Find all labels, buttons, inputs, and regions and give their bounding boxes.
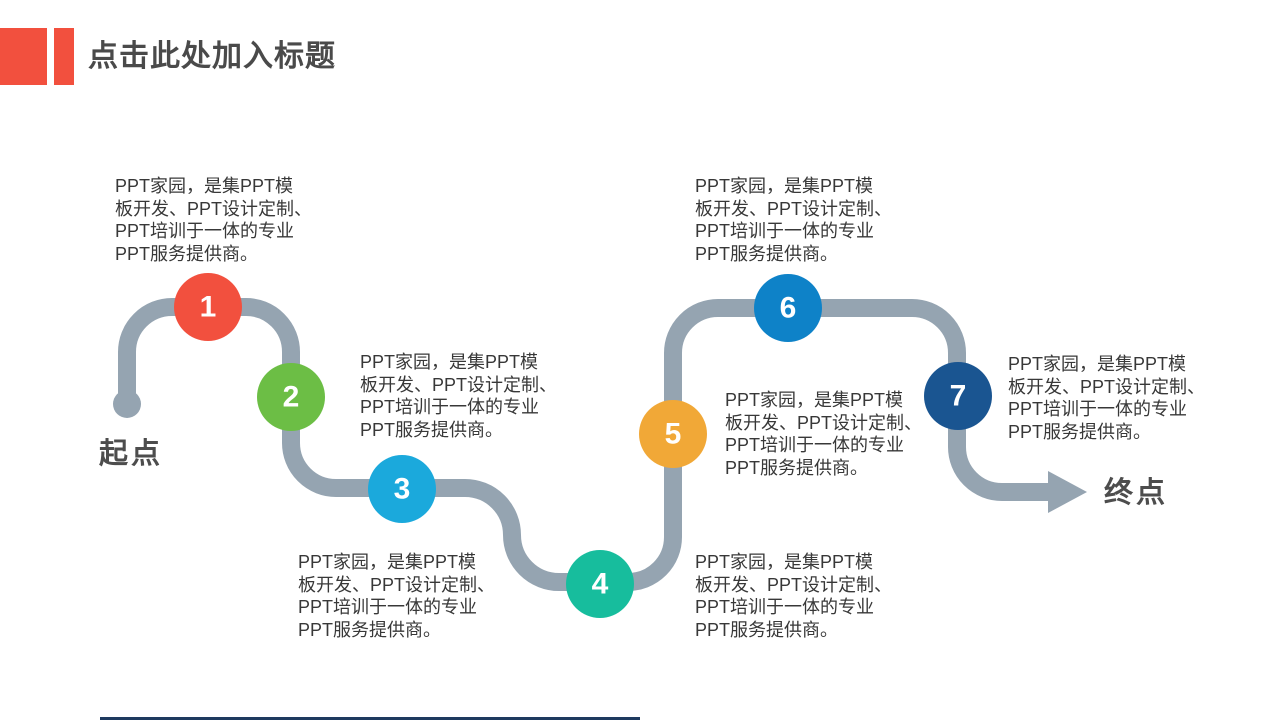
title-accent-bar (54, 28, 74, 85)
desc-line: PPT培训于一体的专业 (1008, 399, 1188, 419)
desc-line: 板开发、PPT设计定制、 (360, 374, 558, 395)
step-5-number: 5 (665, 418, 682, 451)
step-6-number: 6 (780, 292, 797, 325)
desc-line: PPT培训于一体的专业 (115, 221, 295, 241)
step-1-number: 1 (200, 291, 217, 324)
step-5-description: PPT家园，是集PPT模 板开发、PPT设计定制、 PPT培训于一体的专业 PP… (725, 389, 955, 479)
desc-line: PPT服务提供商。 (360, 419, 504, 440)
desc-line: PPT培训于一体的专业 (695, 597, 875, 617)
step-marker-5: 5 (639, 400, 707, 468)
desc-line: PPT家园，是集PPT模 (725, 390, 904, 410)
step-marker-7: 7 (924, 362, 992, 430)
step-5-circle (639, 400, 707, 468)
desc-line: PPT家园，是集PPT模 (360, 352, 539, 372)
desc-line: PPT家园，是集PPT模 (1008, 354, 1187, 374)
end-arrow-icon (1048, 471, 1087, 513)
desc-line: 板开发、PPT设计定制、 (1008, 376, 1206, 397)
step-7-circle (924, 362, 992, 430)
step-4-number: 4 (592, 568, 609, 601)
desc-line: 板开发、PPT设计定制、 (695, 574, 893, 595)
step-6-description: PPT家园，是集PPT模 板开发、PPT设计定制、 PPT培训于一体的专业 PP… (695, 175, 925, 265)
bottom-divider (100, 717, 640, 720)
step-3-number: 3 (394, 473, 411, 506)
start-dot (113, 390, 141, 418)
desc-line: PPT服务提供商。 (115, 243, 259, 264)
step-2-circle (257, 363, 325, 431)
end-label: 终点 (1104, 476, 1168, 509)
step-2-description: PPT家园，是集PPT模 板开发、PPT设计定制、 PPT培训于一体的专业 PP… (360, 351, 590, 441)
step-marker-4: 4 (566, 550, 634, 618)
desc-line: PPT服务提供商。 (725, 457, 869, 478)
step-3-circle (368, 455, 436, 523)
desc-line: PPT服务提供商。 (298, 619, 442, 640)
step-6-circle (754, 274, 822, 342)
step-marker-6: 6 (754, 274, 822, 342)
step-4-description: PPT家园，是集PPT模 板开发、PPT设计定制、 PPT培训于一体的专业 PP… (695, 551, 925, 641)
step-4-circle (566, 550, 634, 618)
step-3-description: PPT家园，是集PPT模 板开发、PPT设计定制、 PPT培训于一体的专业 PP… (298, 551, 528, 641)
title-accent-block (0, 28, 47, 85)
step-2-number: 2 (283, 381, 300, 414)
step-marker-2: 2 (257, 363, 325, 431)
step-7-description: PPT家园，是集PPT模 板开发、PPT设计定制、 PPT培训于一体的专业 PP… (1008, 353, 1238, 443)
desc-line: 板开发、PPT设计定制、 (725, 412, 923, 433)
desc-line: PPT家园，是集PPT模 (695, 176, 874, 196)
desc-line: PPT家园，是集PPT模 (298, 552, 477, 572)
desc-line: 板开发、PPT设计定制、 (695, 198, 893, 219)
desc-line: 板开发、PPT设计定制、 (115, 198, 313, 219)
desc-line: PPT服务提供商。 (695, 619, 839, 640)
desc-line: PPT培训于一体的专业 (360, 397, 540, 417)
slide-title: 点击此处加入标题 (88, 40, 336, 73)
desc-line: PPT培训于一体的专业 (695, 221, 875, 241)
desc-line: 板开发、PPT设计定制、 (298, 574, 496, 595)
desc-line: PPT家园，是集PPT模 (115, 176, 294, 196)
desc-line: PPT服务提供商。 (695, 243, 839, 264)
step-1-description: PPT家园，是集PPT模 板开发、PPT设计定制、 PPT培训于一体的专业 PP… (115, 175, 345, 265)
desc-line: PPT服务提供商。 (1008, 421, 1152, 442)
start-label: 起点 (99, 437, 163, 470)
step-marker-3: 3 (368, 455, 436, 523)
roadmap-path (118, 298, 1052, 591)
step-1-circle (174, 273, 242, 341)
step-marker-1: 1 (174, 273, 242, 341)
desc-line: PPT培训于一体的专业 (725, 435, 905, 455)
desc-line: PPT家园，是集PPT模 (695, 552, 874, 572)
step-7-number: 7 (950, 380, 967, 413)
desc-line: PPT培训于一体的专业 (298, 597, 478, 617)
